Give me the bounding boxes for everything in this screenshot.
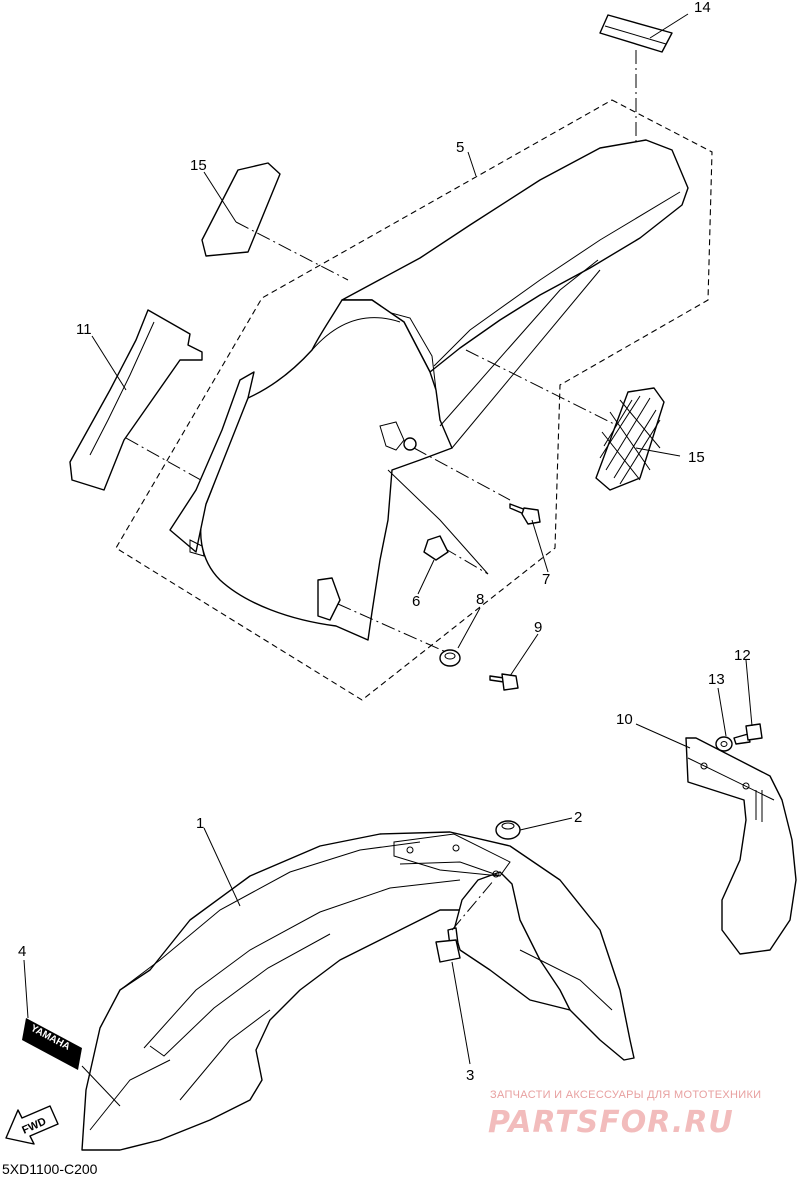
part-1-front-fender — [81, 831, 635, 1151]
part-13-washer — [715, 736, 733, 752]
part-3-bolt — [435, 879, 495, 963]
part-10-mud-flap — [685, 737, 797, 955]
callout-labels: 14 5 15 11 15 7 6 8 9 10 13 12 2 1 3 4 — [18, 0, 751, 1084]
callout-8: 8 — [476, 591, 484, 608]
part-14-label-tag — [599, 14, 673, 165]
callout-6: 6 — [412, 593, 420, 610]
part-15-decal-right — [595, 387, 665, 491]
callout-2: 2 — [574, 809, 582, 826]
part-15-decal-left — [201, 162, 349, 281]
watermark-brand: PARTSFOR.RU — [488, 1105, 734, 1140]
callout-15-left: 15 — [190, 157, 207, 174]
callout-1: 1 — [196, 815, 204, 832]
callout-11: 11 — [76, 321, 92, 338]
part-6-nut — [423, 535, 449, 561]
part-4-yamaha-decal: YAMAHA — [22, 1018, 82, 1070]
assembly-boundary — [115, 99, 713, 701]
callout-5: 5 — [456, 139, 464, 156]
callout-9: 9 — [534, 619, 542, 636]
fwd-arrow-icon: FWD — [5, 1105, 59, 1145]
callout-15-right: 15 — [688, 449, 705, 466]
part-7-bolt — [509, 503, 541, 525]
callout-4: 4 — [18, 943, 26, 960]
watermark: ЗАПЧАСТИ И АКСЕССУАРЫ ДЛЯ МОТОТЕХНИКИ PA… — [488, 1089, 761, 1140]
part-11-side-panel — [69, 309, 216, 491]
callout-14: 14 — [694, 0, 711, 16]
callout-10: 10 — [616, 711, 633, 728]
part-8-grommet — [439, 649, 461, 667]
part-5-rear-fender — [169, 139, 689, 653]
leader-lines — [23, 13, 753, 1107]
callout-3: 3 — [466, 1067, 474, 1084]
callout-13: 13 — [708, 671, 725, 688]
part-12-screw — [733, 723, 763, 745]
watermark-tagline: ЗАПЧАСТИ И АКСЕССУАРЫ ДЛЯ МОТОТЕХНИКИ — [490, 1089, 761, 1101]
callout-7: 7 — [542, 571, 550, 588]
callout-12: 12 — [734, 647, 751, 664]
part-9-screw — [489, 673, 519, 691]
diagram-part-code: 5XD1100-C200 — [2, 1161, 98, 1177]
part-2-grommet — [495, 820, 521, 840]
